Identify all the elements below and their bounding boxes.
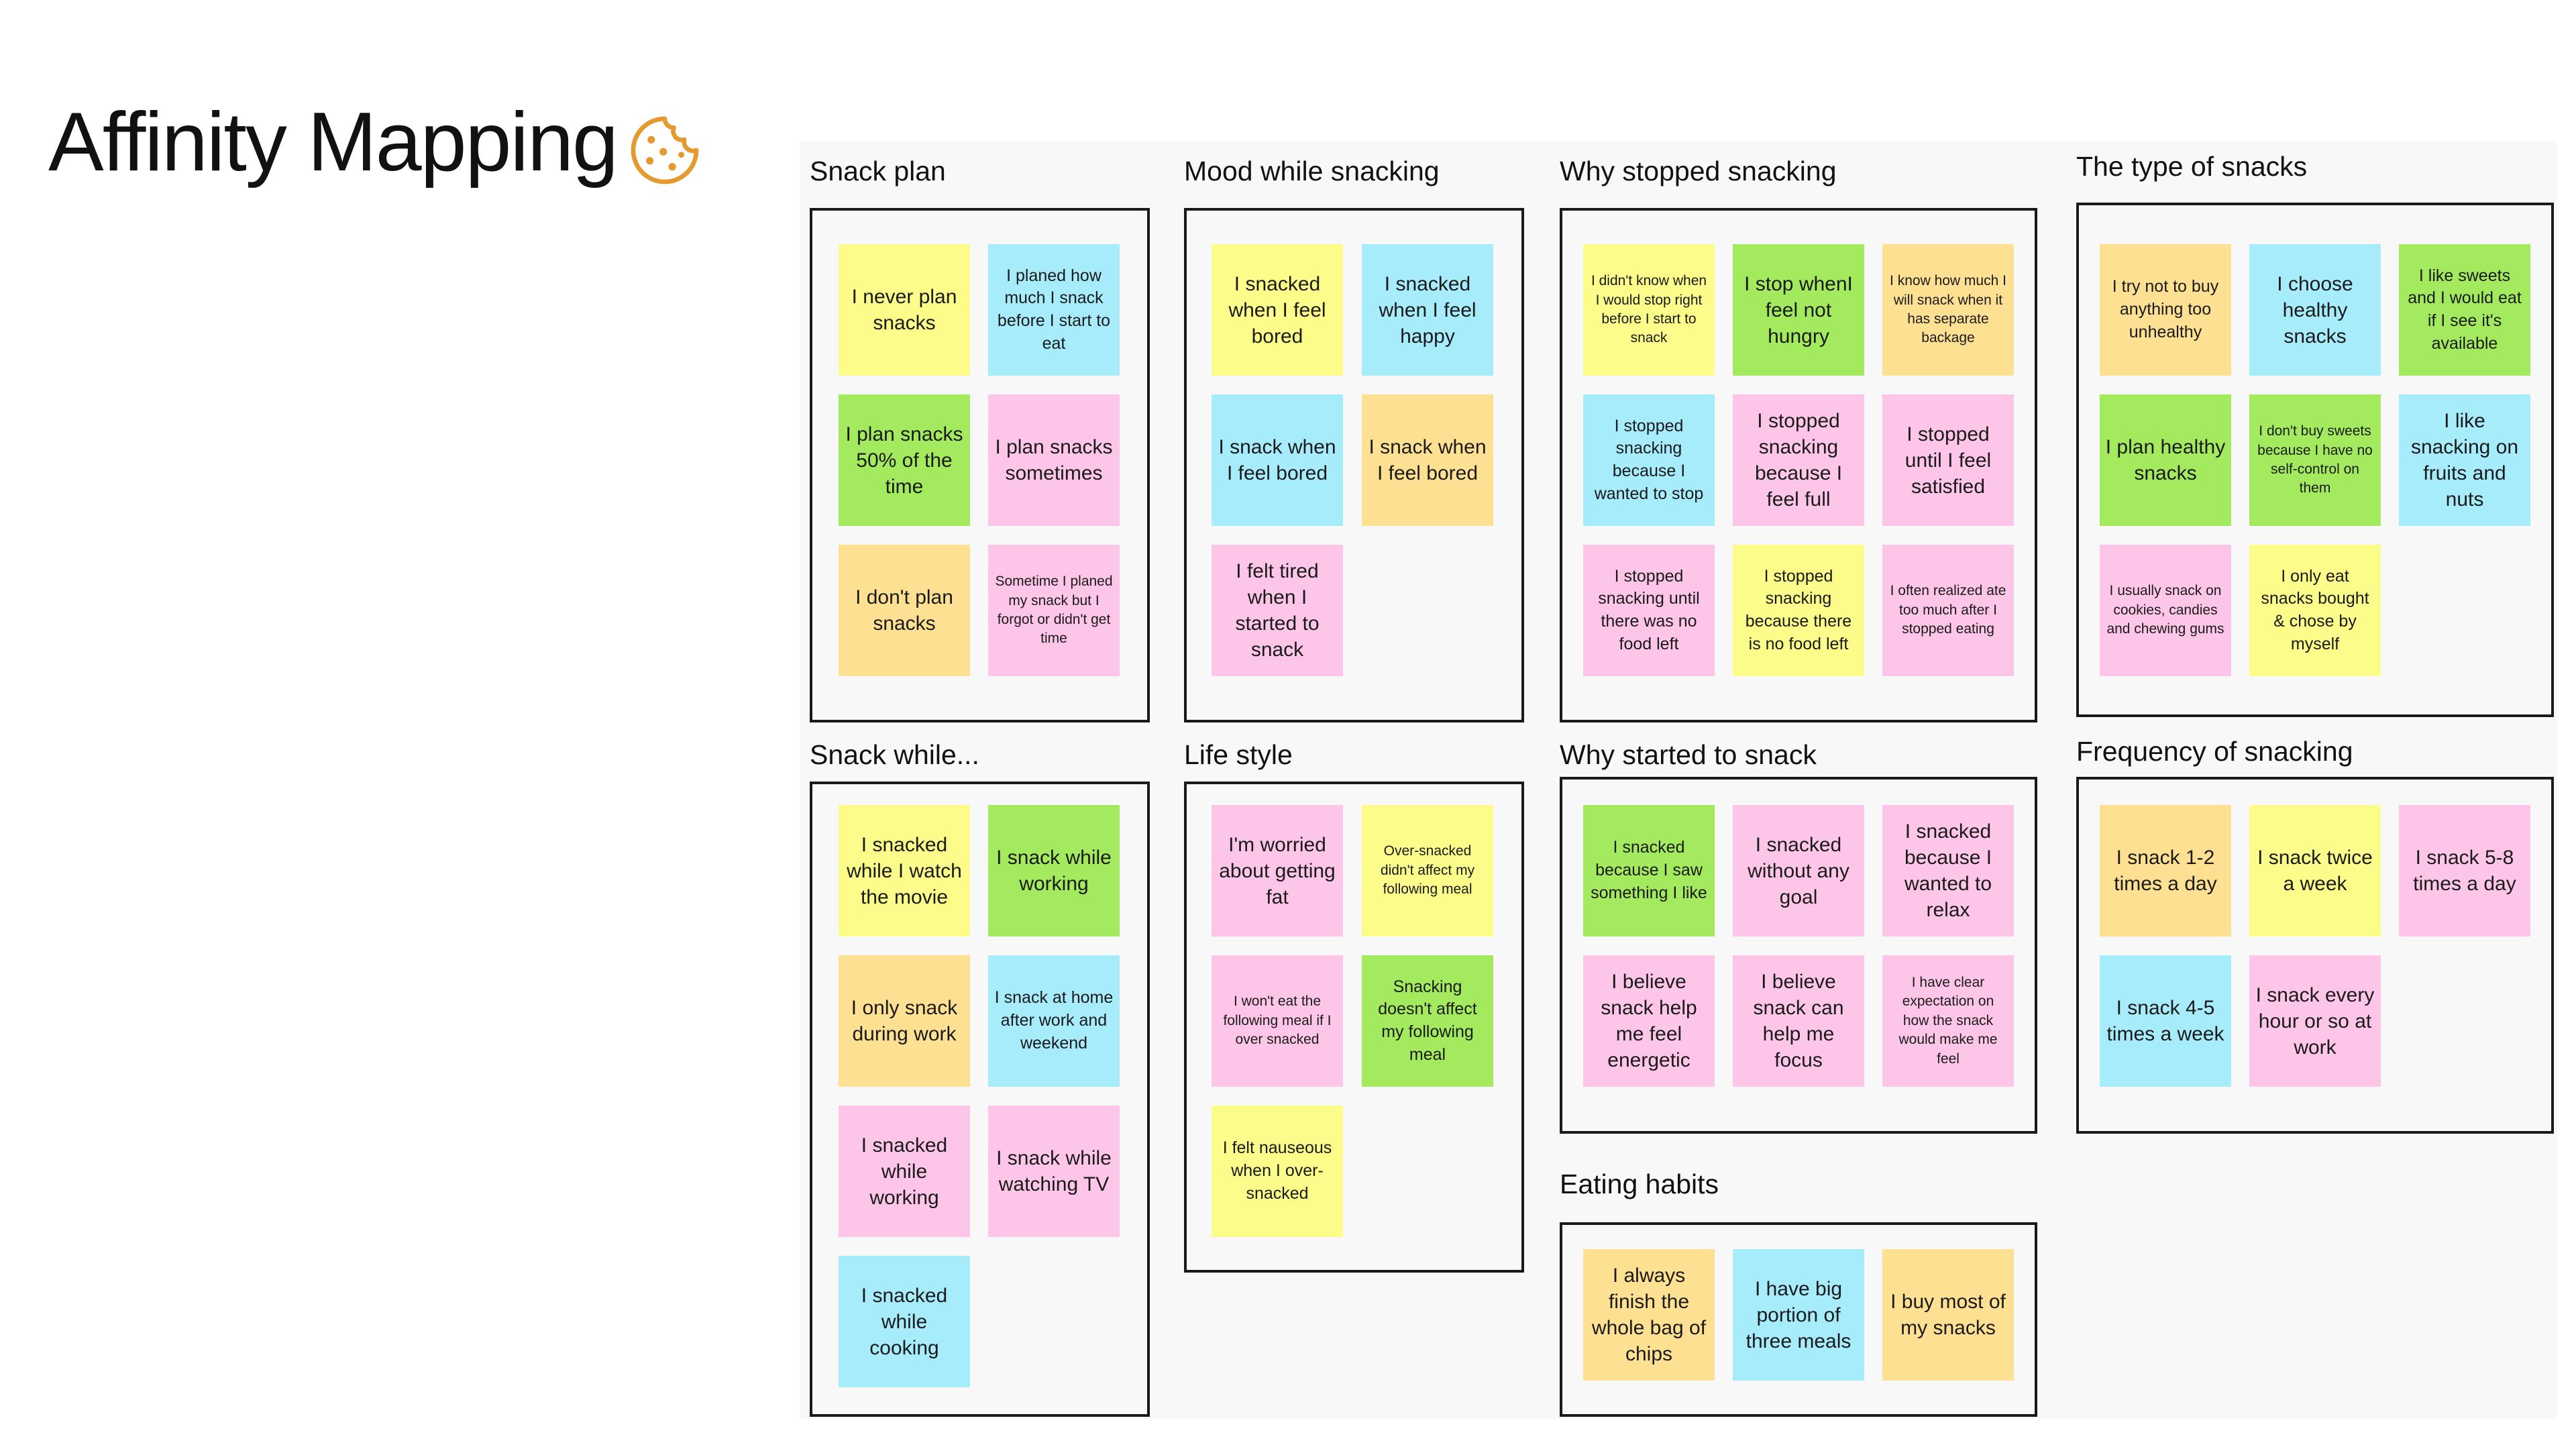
sticky-note[interactable]: I believe snack can help me focus [1733, 955, 1864, 1087]
sticky-note[interactable]: I snack every hour or so at work [2249, 955, 2381, 1087]
group-title-frequency: Frequency of snacking [2076, 736, 2353, 767]
sticky-note[interactable]: I won't eat the following meal if I over… [1212, 955, 1343, 1087]
sticky-note[interactable]: I snack at home after work and weekend [988, 955, 1120, 1087]
sticky-note[interactable]: I only snack during work [839, 955, 970, 1087]
sticky-note[interactable]: I snacked while I watch the movie [839, 805, 970, 936]
sticky-note[interactable]: I didn't know when I would stop right be… [1583, 244, 1715, 376]
sticky-note[interactable]: I usually snack on cookies, candies and … [2100, 545, 2231, 676]
sticky-note[interactable]: I always finish the whole bag of chips [1583, 1249, 1715, 1381]
sticky-note[interactable]: I stopped snacking because there is no f… [1733, 545, 1864, 676]
sticky-note[interactable]: I plan snacks 50% of the time [839, 394, 970, 526]
sticky-note[interactable]: I snacked without any goal [1733, 805, 1864, 936]
sticky-note[interactable]: I snack twice a week [2249, 805, 2381, 936]
sticky-note[interactable]: I snack 1-2 times a day [2100, 805, 2231, 936]
sticky-note[interactable]: I have clear expectation on how the snac… [1882, 955, 2014, 1087]
sticky-note[interactable]: I plan healthy snacks [2100, 394, 2231, 526]
sticky-note[interactable]: I stopped until I feel satisfied [1882, 394, 2014, 526]
sticky-note[interactable]: Over-snacked didn't affect my following … [1362, 805, 1493, 936]
sticky-note[interactable]: I'm worried about getting fat [1212, 805, 1343, 936]
sticky-note[interactable]: I stopped snacking because I wanted to s… [1583, 394, 1715, 526]
sticky-note[interactable]: I never plan snacks [839, 244, 970, 376]
sticky-note[interactable]: I stopped snacking because I feel full [1733, 394, 1864, 526]
sticky-note[interactable]: I snack while watching TV [988, 1106, 1120, 1237]
group-title-mood: Mood while snacking [1184, 156, 1440, 186]
sticky-note[interactable]: I planed how much I snack before I start… [988, 244, 1120, 376]
group-title-why-started: Why started to snack [1560, 739, 1817, 770]
sticky-note[interactable]: I don't plan snacks [839, 545, 970, 676]
sticky-note[interactable]: I try not to buy anything too unhealthy [2100, 244, 2231, 376]
sticky-note[interactable]: I plan snacks sometimes [988, 394, 1120, 526]
sticky-note[interactable]: I know how much I will snack when it has… [1882, 244, 2014, 376]
sticky-note[interactable]: I snacked while cooking [839, 1256, 970, 1387]
sticky-note[interactable]: Snacking doesn't affect my following mea… [1362, 955, 1493, 1087]
group-title-lifestyle: Life style [1184, 739, 1293, 770]
group-title-eating: Eating habits [1560, 1169, 1719, 1199]
sticky-note[interactable]: I have big portion of three meals [1733, 1249, 1864, 1381]
sticky-note[interactable]: I stop whenI feel not hungry [1733, 244, 1864, 376]
sticky-note[interactable]: I snacked because I wanted to relax [1882, 805, 2014, 936]
sticky-note[interactable]: I often realized ate too much after I st… [1882, 545, 2014, 676]
sticky-note[interactable]: Sometime I planed my snack but I forgot … [988, 545, 1120, 676]
group-title-type: The type of snacks [2076, 151, 2308, 182]
sticky-note[interactable]: I don't buy sweets because I have no sel… [2249, 394, 2381, 526]
cookie-icon [631, 116, 699, 184]
sticky-note[interactable]: I snacked when I feel bored [1212, 244, 1343, 376]
page-title: Affinity Mapping [48, 96, 619, 189]
sticky-note[interactable]: I buy most of my snacks [1882, 1249, 2014, 1381]
group-title-why-stopped: Why stopped snacking [1560, 156, 1837, 186]
sticky-note[interactable]: I felt tired when I started to snack [1212, 545, 1343, 676]
sticky-note[interactable]: I snacked when I feel happy [1362, 244, 1493, 376]
sticky-note[interactable]: I snack 5-8 times a day [2399, 805, 2530, 936]
sticky-note[interactable]: I like sweets and I would eat if I see i… [2399, 244, 2530, 376]
sticky-note[interactable]: I believe snack help me feel energetic [1583, 955, 1715, 1087]
group-title-snack-plan: Snack plan [810, 156, 946, 186]
sticky-note[interactable]: I snacked while working [839, 1106, 970, 1237]
sticky-note[interactable]: I felt nauseous when I over-snacked [1212, 1106, 1343, 1237]
sticky-note[interactable]: I like snacking on fruits and nuts [2399, 394, 2530, 526]
sticky-note[interactable]: I choose healthy snacks [2249, 244, 2381, 376]
sticky-note[interactable]: I snack 4-5 times a week [2100, 955, 2231, 1087]
sticky-note[interactable]: I only eat snacks bought & chose by myse… [2249, 545, 2381, 676]
sticky-note[interactable]: I stopped snacking until there was no fo… [1583, 545, 1715, 676]
sticky-note[interactable]: I snacked because I saw something I like [1583, 805, 1715, 936]
sticky-note[interactable]: I snack while working [988, 805, 1120, 936]
group-title-snack-while: Snack while... [810, 739, 979, 770]
sticky-note[interactable]: I snack when I feel bored [1212, 394, 1343, 526]
sticky-note[interactable]: I snack when I feel bored [1362, 394, 1493, 526]
